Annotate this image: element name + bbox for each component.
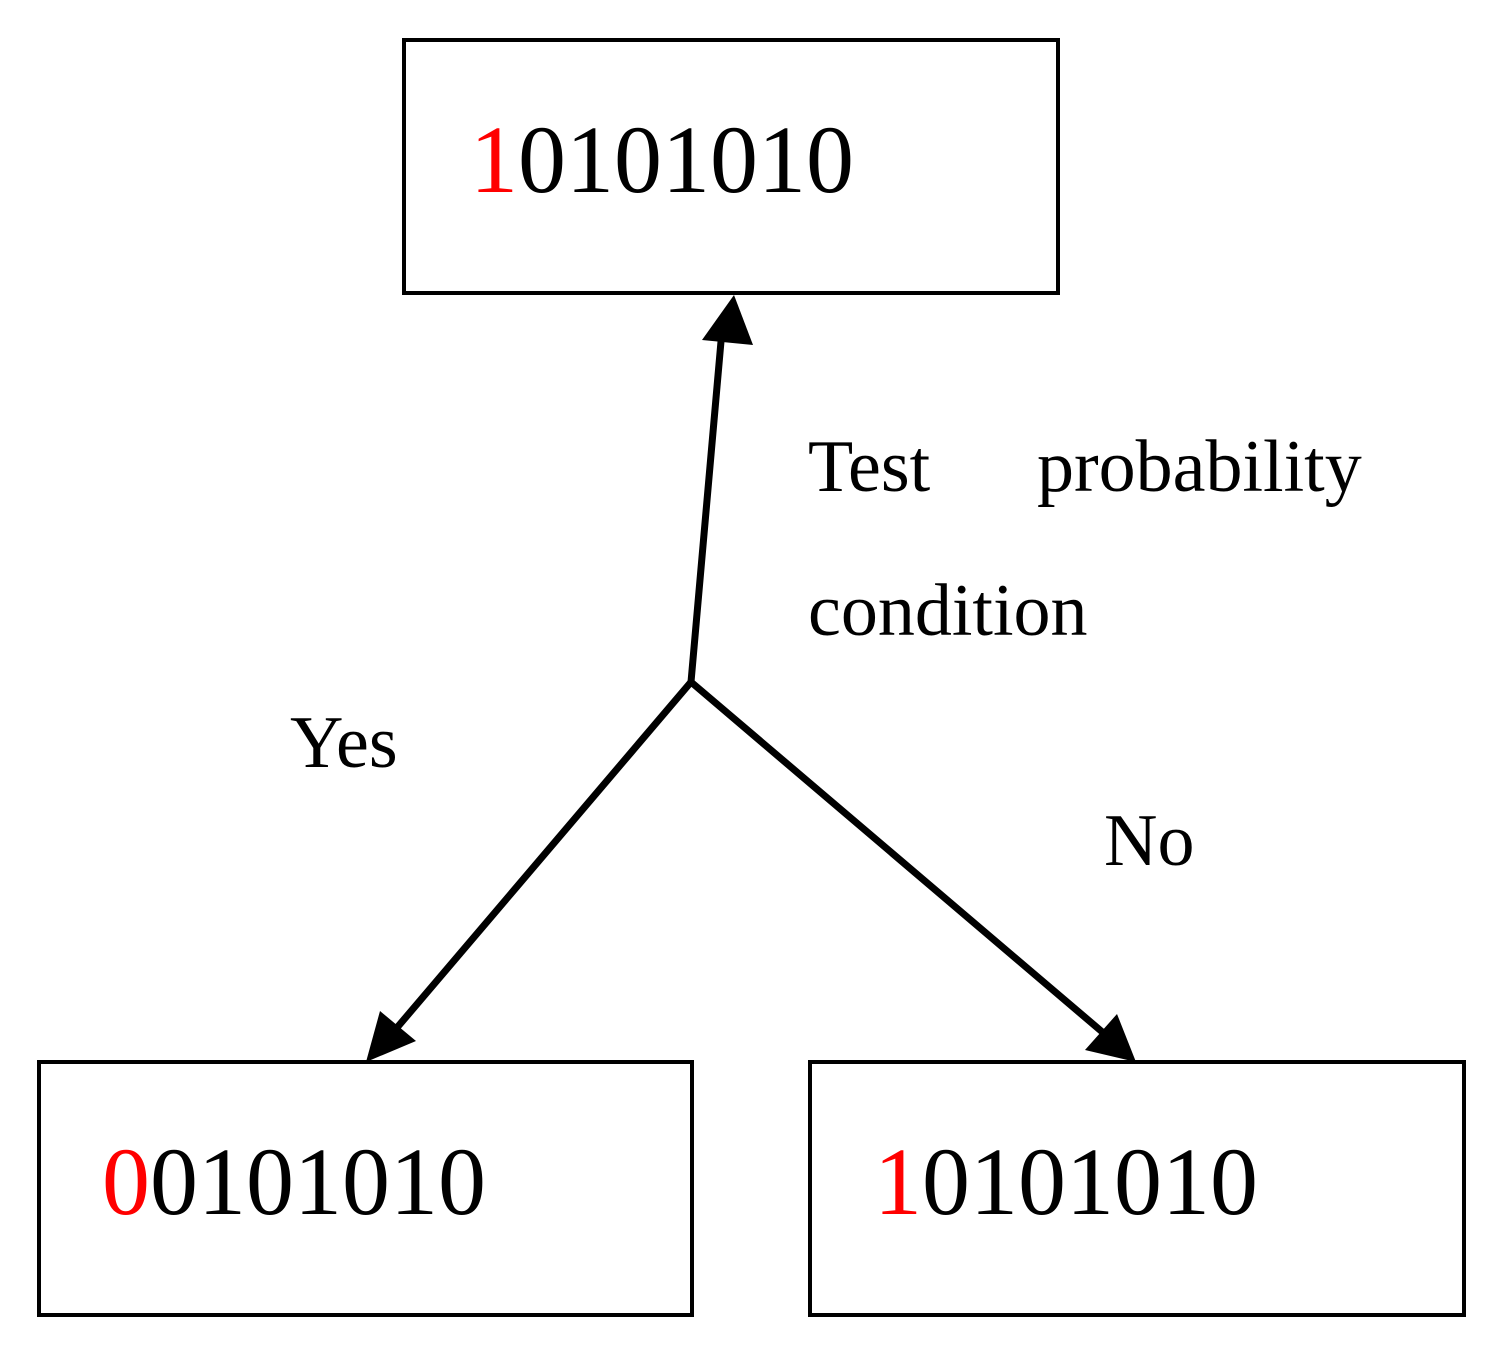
top-node-bits: 10101010	[470, 112, 854, 208]
arrowhead-yes	[366, 1011, 416, 1062]
right-node-first-bit: 1	[874, 1128, 922, 1235]
probability-word: probability	[1037, 426, 1362, 508]
right-node-bits: 10101010	[874, 1134, 1258, 1230]
condition-word: condition	[808, 570, 1088, 652]
arrowhead-no	[1085, 1014, 1136, 1062]
right-node-rest-bits: 0101010	[922, 1128, 1258, 1235]
test-word: Test	[808, 426, 931, 508]
no-label: No	[1104, 800, 1195, 882]
arrow-no-line	[687, 678, 1111, 1040]
left-node-bits: 00101010	[102, 1134, 486, 1230]
left-node-first-bit: 0	[102, 1128, 150, 1235]
yes-label: Yes	[290, 702, 398, 784]
left-node-rest-bits: 0101010	[150, 1128, 486, 1235]
arrowhead-up	[702, 295, 753, 345]
arrow-yes-line	[391, 678, 695, 1034]
top-node-box	[402, 38, 1060, 295]
arrow-up-line	[687, 326, 726, 686]
left-node-box	[37, 1060, 694, 1317]
top-node-first-bit: 1	[470, 106, 518, 213]
right-node-box	[808, 1060, 1466, 1317]
top-node-rest-bits: 0101010	[518, 106, 854, 213]
